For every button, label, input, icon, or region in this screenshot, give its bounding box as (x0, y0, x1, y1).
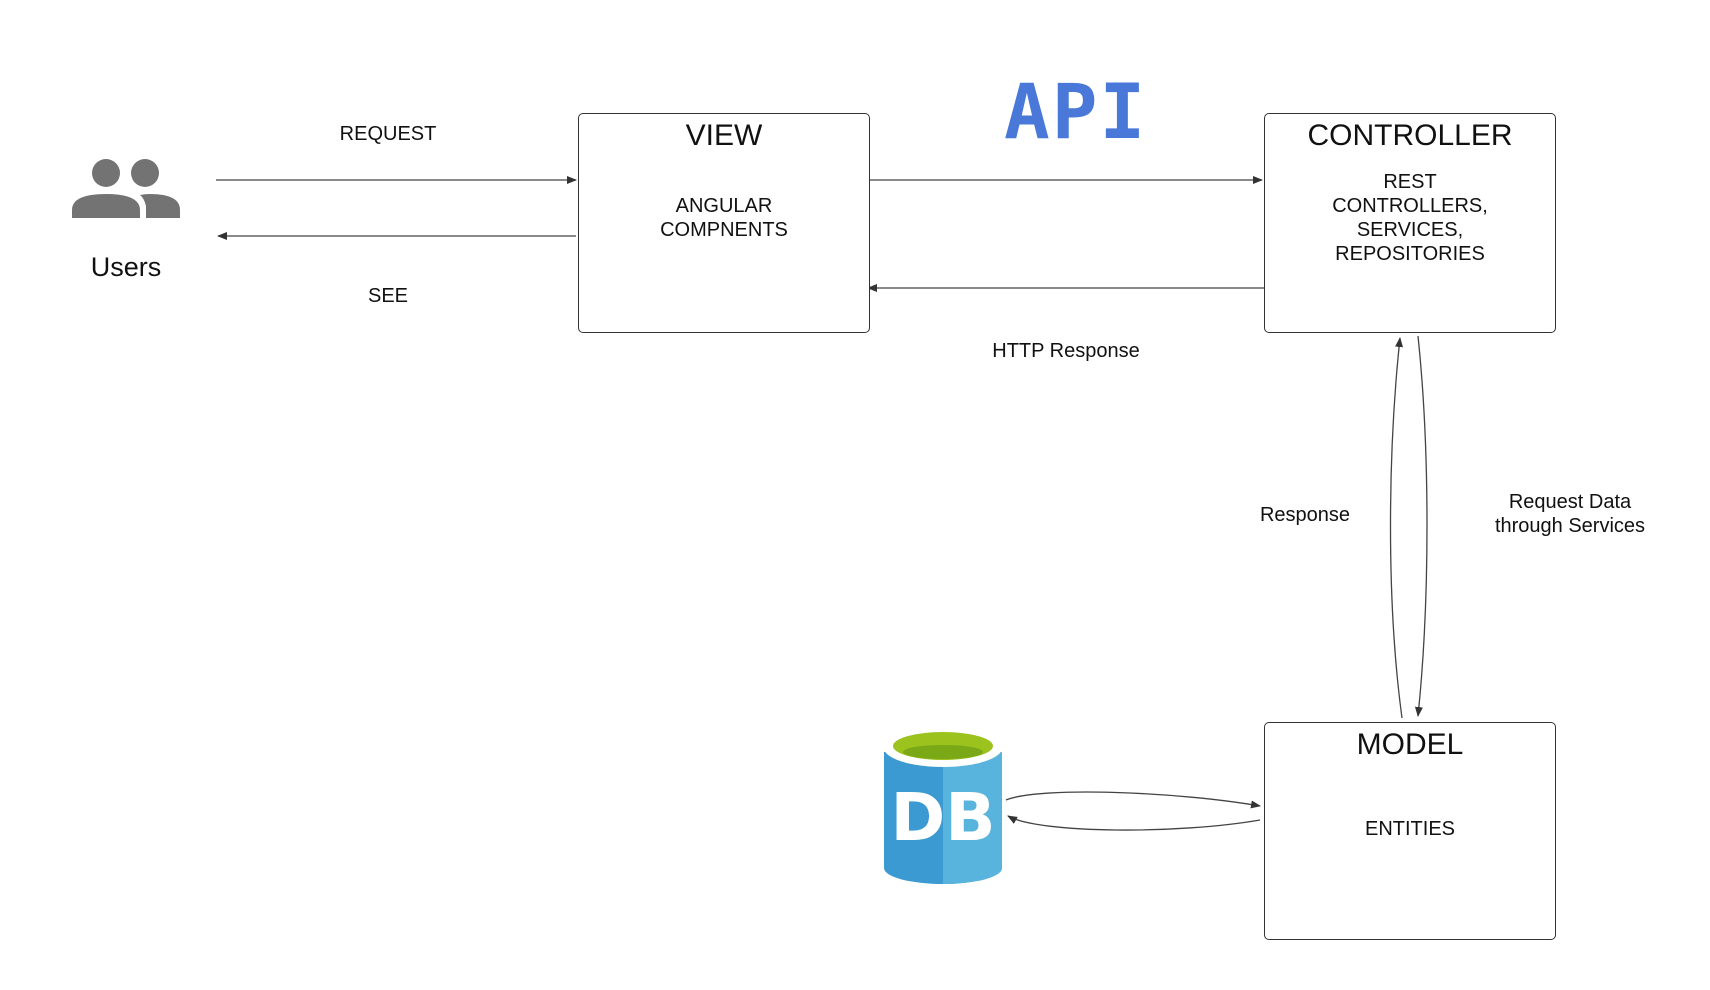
see-label: SEE (367, 285, 409, 307)
db-to-model-arrow (1005, 791, 1261, 809)
request-data-line2: through Services (1494, 515, 1646, 537)
response-label: Response (1259, 504, 1351, 526)
controller-body-line4: REPOSITORIES (1335, 243, 1485, 265)
request-label: REQUEST (339, 123, 437, 145)
model-body: ENTITIES (1265, 817, 1555, 841)
model-to-db-arrow (1007, 815, 1261, 831)
users-icon (72, 159, 180, 218)
controller-body: REST CONTROLLERS, SERVICES, REPOSITORIES (1265, 170, 1555, 266)
controller-box: CONTROLLER REST CONTROLLERS, SERVICES, R… (1264, 113, 1556, 333)
view-body-line1: ANGULAR (675, 195, 773, 217)
model-box: MODEL ENTITIES (1264, 722, 1556, 940)
response-arrow (1389, 337, 1404, 719)
database-icon: DB (884, 729, 1002, 884)
view-box: VIEW ANGULAR COMPNENTS (578, 113, 870, 333)
request-data-label: Request Data through Services (1470, 490, 1670, 538)
request-data-line1: Request Data (1508, 491, 1632, 513)
api-label: API (1004, 67, 1148, 156)
model-title: MODEL (1356, 728, 1464, 761)
db-label: DB (890, 779, 995, 856)
http-response-label: HTTP Response (992, 340, 1140, 362)
view-title: VIEW (685, 119, 763, 152)
model-body-line1: ENTITIES (1364, 818, 1455, 840)
view-body-line2: COMPNENTS (660, 219, 788, 241)
users-label: Users (90, 252, 162, 282)
controller-body-line3: SERVICES, (1356, 219, 1464, 241)
controller-body-line2: CONTROLLERS, (1332, 195, 1488, 217)
request-data-arrow (1414, 335, 1428, 717)
controller-body-line1: REST (1383, 171, 1437, 193)
view-body: ANGULAR COMPNENTS (579, 194, 869, 242)
controller-title: CONTROLLER (1307, 119, 1513, 152)
